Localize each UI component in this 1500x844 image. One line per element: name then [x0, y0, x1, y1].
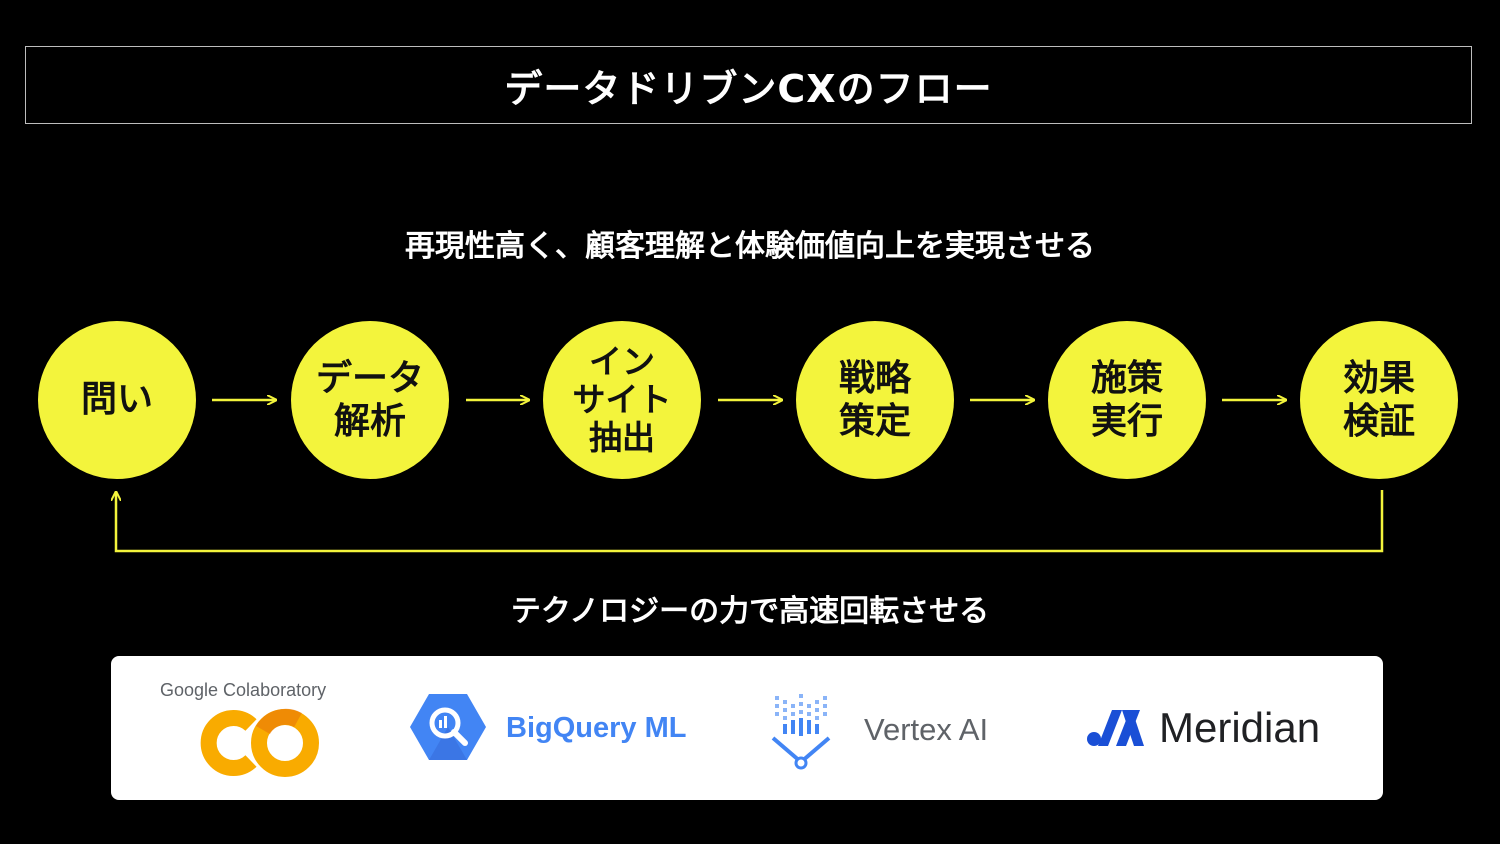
meridian-logo-icon — [1087, 710, 1144, 746]
step-label: 検証 — [1342, 401, 1415, 442]
step-strategy: 戦略 策定 — [796, 321, 954, 479]
top-caption: 再現性高く、顧客理解と体験価値向上を実現させる — [405, 229, 1095, 264]
step-label: 施策 — [1090, 357, 1163, 399]
colab-logo-icon — [200, 708, 319, 777]
vertex-ai-label: Vertex AI — [864, 712, 989, 747]
technology-logos-panel: Google Colaboratory BigQuery ML — [111, 656, 1383, 800]
step-label: 解析 — [333, 401, 406, 442]
page-title: データドリブンCXのフロー — [25, 46, 1472, 124]
vertex-ai-icon — [771, 694, 831, 770]
feedback-loop-arrow — [116, 490, 1384, 553]
step-data-analysis: データ 解析 — [291, 321, 449, 479]
bigquery-hexagon-icon — [410, 694, 486, 760]
step-question: 問い — [38, 321, 196, 479]
colab-caption: Google Colaboratory — [160, 680, 327, 700]
step-verification: 効果 検証 — [1300, 321, 1458, 479]
step-execution: 施策 実行 — [1048, 321, 1206, 479]
step-label: 問い — [80, 379, 153, 421]
step-label: 戦略 — [838, 357, 911, 399]
step-label: サイト — [572, 380, 672, 420]
bottom-caption: テクノロジーの力で高速回転させる — [510, 594, 990, 629]
step-label: 策定 — [838, 401, 911, 442]
step-insight-extraction: イン サイト 抽出 — [543, 321, 701, 479]
step-label: 効果 — [1342, 357, 1415, 399]
step-label: データ — [315, 357, 424, 399]
step-label: 抽出 — [589, 417, 655, 457]
bigquery-ml-label: BigQuery ML — [506, 712, 687, 744]
step-label: 実行 — [1090, 401, 1163, 442]
step-label: イン — [589, 342, 655, 382]
meridian-label: Meridian — [1159, 704, 1321, 751]
